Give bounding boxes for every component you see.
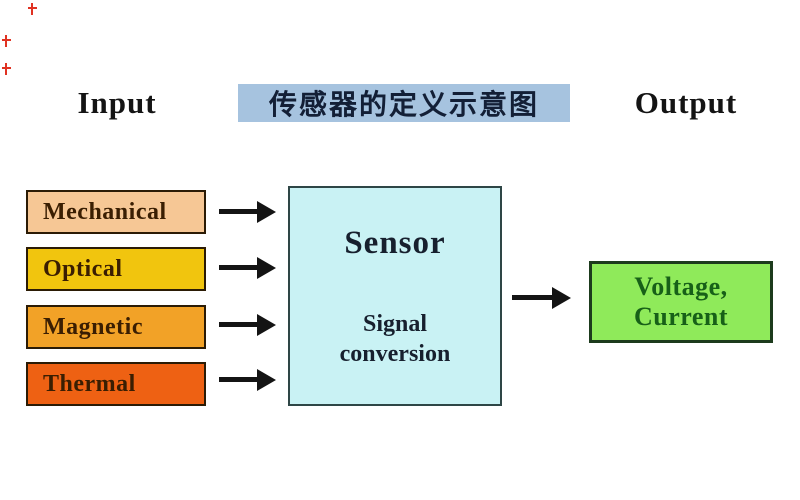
input-box-thermal: Thermal — [26, 362, 206, 406]
sensor-box: Sensor Signal conversion — [288, 186, 502, 406]
sensor-box-title: Sensor — [344, 225, 446, 261]
output-heading: Output — [634, 85, 738, 120]
output-box-line1: Voltage, — [634, 272, 728, 301]
red-watermark-mark — [2, 63, 11, 75]
arrow-right-icon — [219, 209, 257, 214]
arrow-right-icon — [512, 295, 552, 300]
red-watermark-mark — [28, 3, 37, 15]
arrow-right-icon — [219, 322, 257, 327]
input-box-magnetic: Magnetic — [26, 305, 206, 349]
output-box: Voltage, Current — [589, 261, 773, 343]
arrow-right-icon — [219, 377, 257, 382]
arrow-right-icon — [219, 265, 257, 270]
diagram-title: 传感器的定义示意图 — [238, 84, 570, 122]
sensor-box-subtitle-line1: Signal — [362, 311, 428, 337]
output-box-line2: Current — [633, 302, 728, 331]
input-box-optical: Optical — [26, 247, 206, 291]
input-box-mechanical: Mechanical — [26, 190, 206, 234]
sensor-box-subtitle-line2: conversion — [339, 341, 451, 367]
input-heading: Input — [77, 85, 157, 120]
red-watermark-mark — [2, 35, 11, 47]
